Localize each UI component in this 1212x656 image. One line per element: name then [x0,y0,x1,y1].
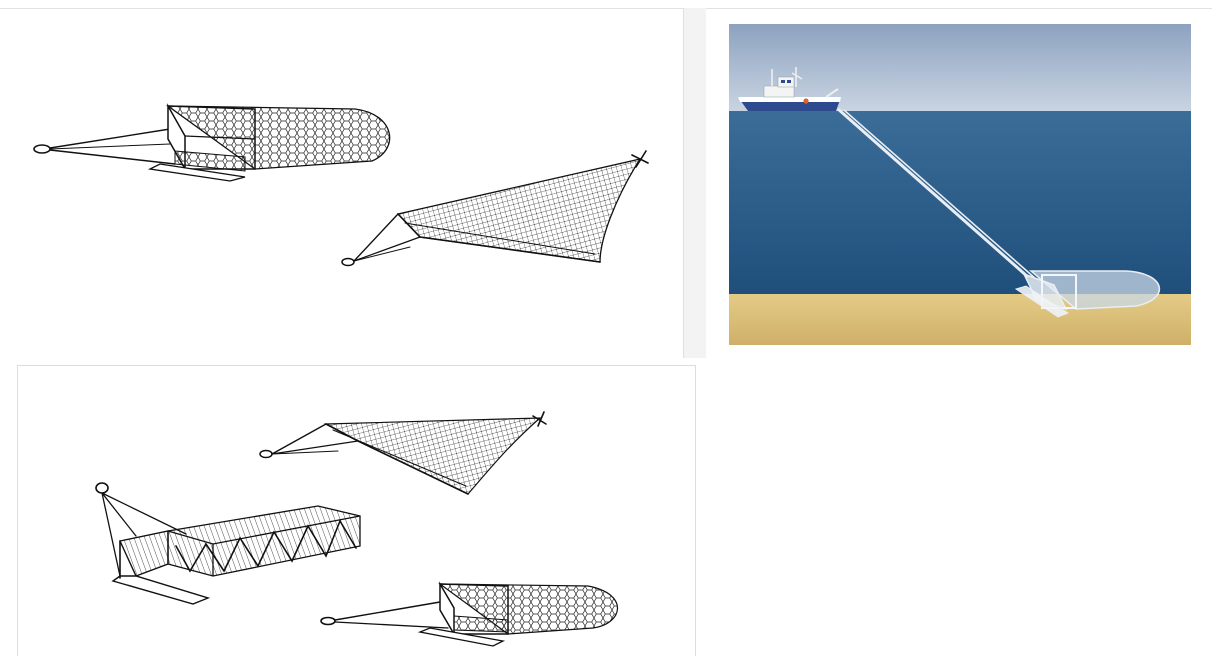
rectangular-frame-dredge-icon [96,483,360,604]
dredge-drawings-bottom [17,365,696,656]
sea [729,111,1191,296]
box-dredge-icon [34,106,390,181]
towed-dredge-illustration [706,8,1212,359]
triangular-dredge-icon [342,151,648,266]
box-dredge-icon [321,584,618,646]
panel-gutter [683,8,707,358]
triangular-dredge-icon [260,412,546,494]
dredge-drawings-top [0,8,683,359]
